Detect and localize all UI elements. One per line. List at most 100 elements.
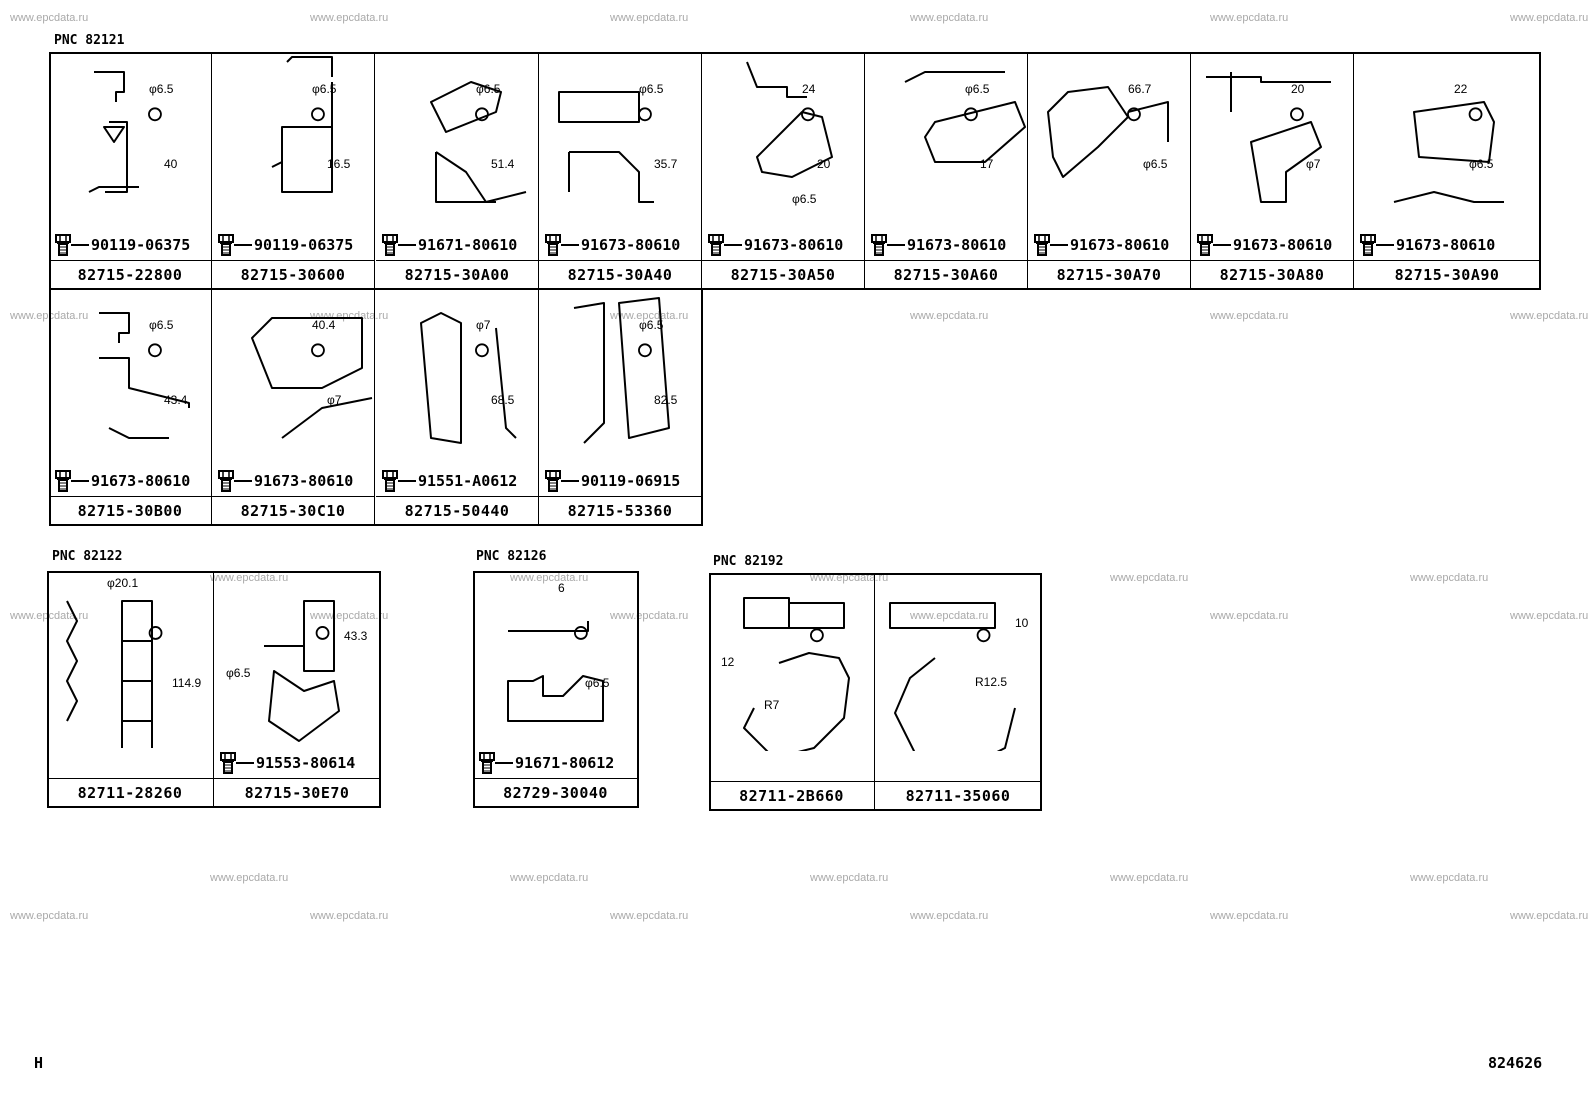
bolt-part-number[interactable]: 91553-80614 — [220, 752, 355, 774]
watermark-text: www.epcdata.ru — [1510, 12, 1589, 24]
dimension-label: φ7 — [476, 318, 491, 332]
dimension-label: φ6.5 — [149, 82, 174, 96]
part-number[interactable]: 82715-30E70 — [214, 778, 380, 807]
bolt-icon — [545, 234, 561, 256]
part-number[interactable]: 82715-30A60 — [865, 260, 1027, 289]
bolt-part-number[interactable]: 90119-06375 — [55, 234, 190, 256]
bolt-part-number[interactable]: 91551-A0612 — [382, 470, 517, 492]
part-drawing — [271, 56, 333, 193]
bolt-part-number[interactable]: 91673-80610 — [708, 234, 843, 256]
watermark-text: www.epcdata.ru — [1210, 610, 1289, 622]
watermark-text: www.epcdata.ru — [910, 610, 989, 622]
leader-line — [398, 480, 416, 482]
dimension-label: 40 — [164, 157, 178, 171]
part-number[interactable]: 82715-53360 — [539, 496, 701, 525]
part-drawing — [889, 602, 1016, 751]
dimension-label: 114.9 — [172, 676, 202, 690]
watermark-text: www.epcdata.ru — [10, 910, 89, 922]
bolt-part-number[interactable]: 91673-80610 — [218, 470, 353, 492]
bolt-part-number[interactable]: 91671-80610 — [382, 234, 517, 256]
part-number[interactable]: 82715-30A80 — [1191, 260, 1353, 289]
dimension-label: 40.4 — [312, 318, 336, 332]
bolt-part-number[interactable]: 91673-80610 — [871, 234, 1006, 256]
bolt-part-number[interactable]: 91673-80610 — [1034, 234, 1169, 256]
bolt-part-number[interactable]: 90119-06915 — [545, 470, 680, 492]
dimension-label: 43.4 — [164, 393, 188, 407]
part-number[interactable]: 82715-30C10 — [212, 496, 374, 525]
bolt-number-text: 91673-80610 — [254, 472, 354, 490]
leader-line — [561, 244, 579, 246]
part-number[interactable]: 82715-30A00 — [376, 260, 538, 289]
bolt-number-text: 91671-80610 — [418, 236, 518, 254]
bolt-part-number[interactable]: 90119-06375 — [218, 234, 353, 256]
pnc-label-82122: PNC 82122 — [52, 549, 123, 564]
part-number[interactable]: 82711-28260 — [47, 778, 213, 807]
bolt-number-text: 90119-06915 — [581, 472, 681, 490]
leader-line — [1376, 244, 1394, 246]
page-letter: H — [34, 1054, 44, 1072]
part-number[interactable]: 82715-30A40 — [539, 260, 701, 289]
part-drawing — [430, 81, 527, 203]
watermark-text: www.epcdata.ru — [610, 910, 689, 922]
part-number[interactable]: 82715-30A90 — [1354, 260, 1540, 289]
watermark-text: www.epcdata.ru — [610, 610, 689, 622]
part-cell[interactable]: φ6.5 40 90119-06375 82715-22800 — [49, 52, 212, 290]
part-number[interactable]: 82711-2B660 — [709, 781, 874, 810]
watermark-text: www.epcdata.ru — [510, 872, 589, 884]
bolt-icon — [218, 470, 234, 492]
part-drawing — [746, 61, 833, 178]
part-number[interactable]: 82715-30A50 — [702, 260, 864, 289]
bolt-icon — [1360, 234, 1376, 256]
dimension-label: φ6.5 — [965, 82, 990, 96]
part-number[interactable]: 82711-35060 — [875, 781, 1041, 810]
dimension-label: 6 — [558, 581, 565, 595]
bolt-icon — [55, 234, 71, 256]
bolt-part-number[interactable]: 91673-80610 — [55, 470, 190, 492]
leader-line — [234, 480, 252, 482]
leader-line — [1213, 244, 1231, 246]
hole-icon — [148, 343, 162, 358]
bolt-part-number[interactable]: 91671-80612 — [479, 752, 614, 774]
leader-line — [71, 480, 89, 482]
bolt-part-number[interactable]: 91673-80610 — [1360, 234, 1495, 256]
part-cell[interactable]: φ6.5 17 91673-80610 82715-30A60 — [865, 52, 1028, 290]
part-number[interactable]: 82715-30600 — [212, 260, 374, 289]
bolt-icon — [220, 752, 236, 774]
bolt-number-text: 91673-80610 — [1070, 236, 1170, 254]
part-number[interactable]: 82715-30A70 — [1028, 260, 1190, 289]
leader-line — [887, 244, 905, 246]
bolt-part-number[interactable]: 91673-80610 — [545, 234, 680, 256]
dimension-label: 10 — [1015, 616, 1029, 630]
part-drawing — [88, 71, 162, 193]
part-number[interactable]: 82715-22800 — [49, 260, 211, 289]
bolt-number-text: 91673-80610 — [1233, 236, 1333, 254]
dimension-label: 66.7 — [1128, 82, 1152, 96]
part-drawing — [1206, 72, 1331, 203]
dimension-label: φ7 — [1306, 157, 1321, 171]
watermark-text: www.epcdata.ru — [1510, 310, 1589, 322]
bolt-part-number[interactable]: 91673-80610 — [1197, 234, 1332, 256]
hole-icon — [315, 626, 330, 640]
part-drawing — [1047, 86, 1169, 178]
part-cell[interactable]: 20 φ7 91673-80610 82715-30A80 — [1191, 52, 1354, 290]
part-number[interactable]: 82729-30040 — [473, 778, 638, 807]
part-number[interactable]: 82715-50440 — [376, 496, 538, 525]
part-number[interactable]: 82715-30B00 — [49, 496, 211, 525]
dimension-label: 17 — [980, 157, 994, 171]
dimension-label: 20 — [1291, 82, 1305, 96]
